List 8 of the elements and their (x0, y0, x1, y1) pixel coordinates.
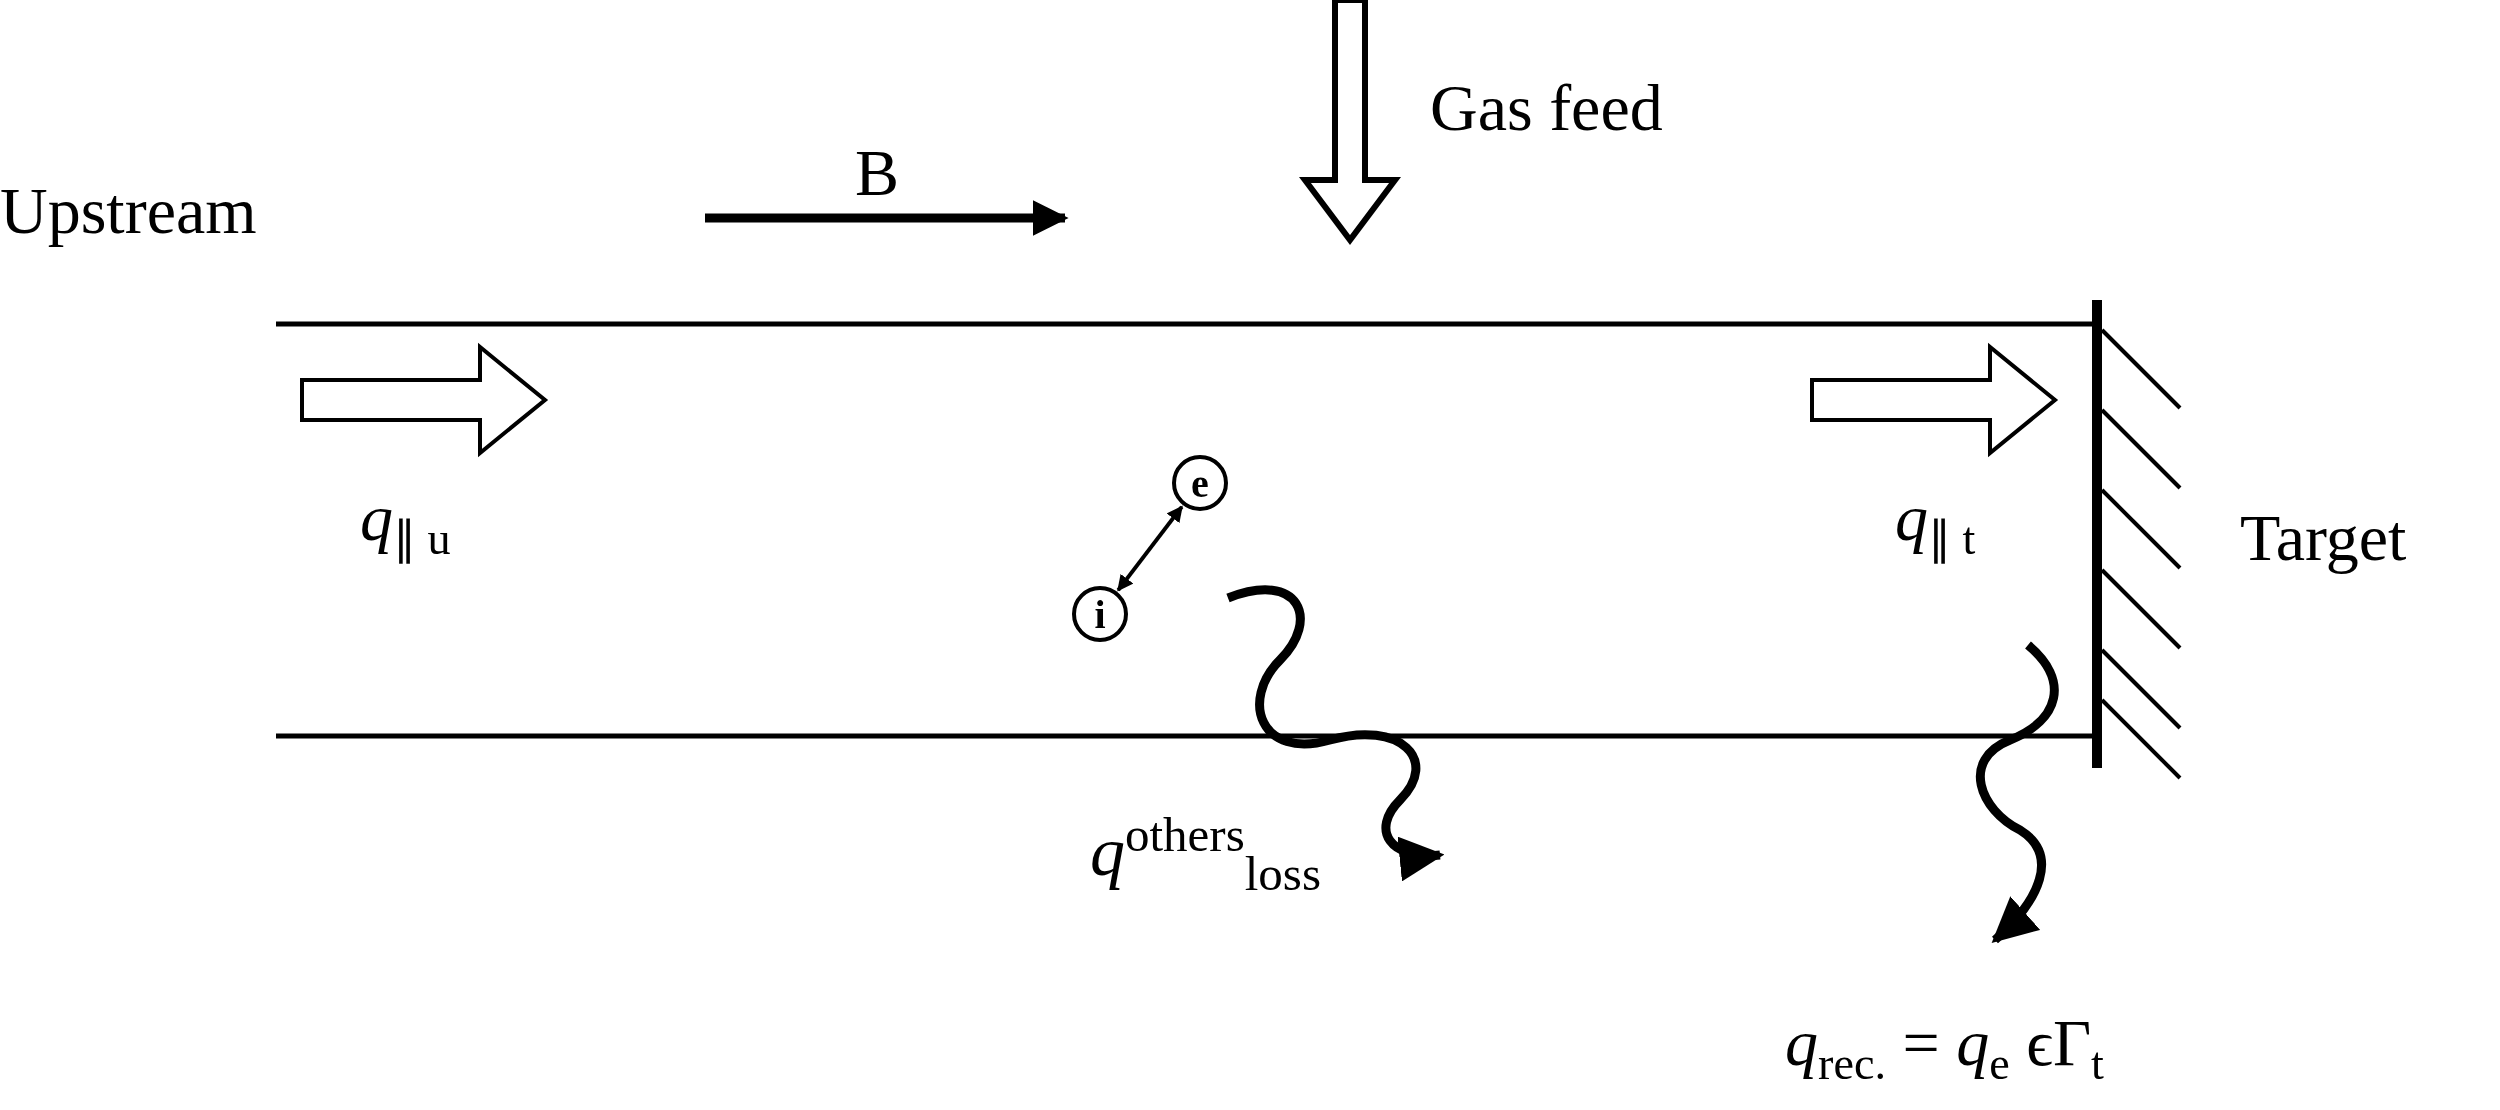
symbol: q$_{∥ u}$ (360, 485, 451, 563)
particle-circle: i (1072, 586, 1128, 642)
equation: q$_{rec.}$ = q$_{e}$ ϵΓ$_{t}$ (1785, 1010, 2104, 1088)
label: Gas feed (1430, 75, 1663, 141)
label: B (855, 140, 900, 206)
double-arrow (1116, 505, 1184, 592)
particle-circle: e (1172, 455, 1228, 511)
symbol: q$_{∥ t}$ (1895, 485, 1976, 563)
